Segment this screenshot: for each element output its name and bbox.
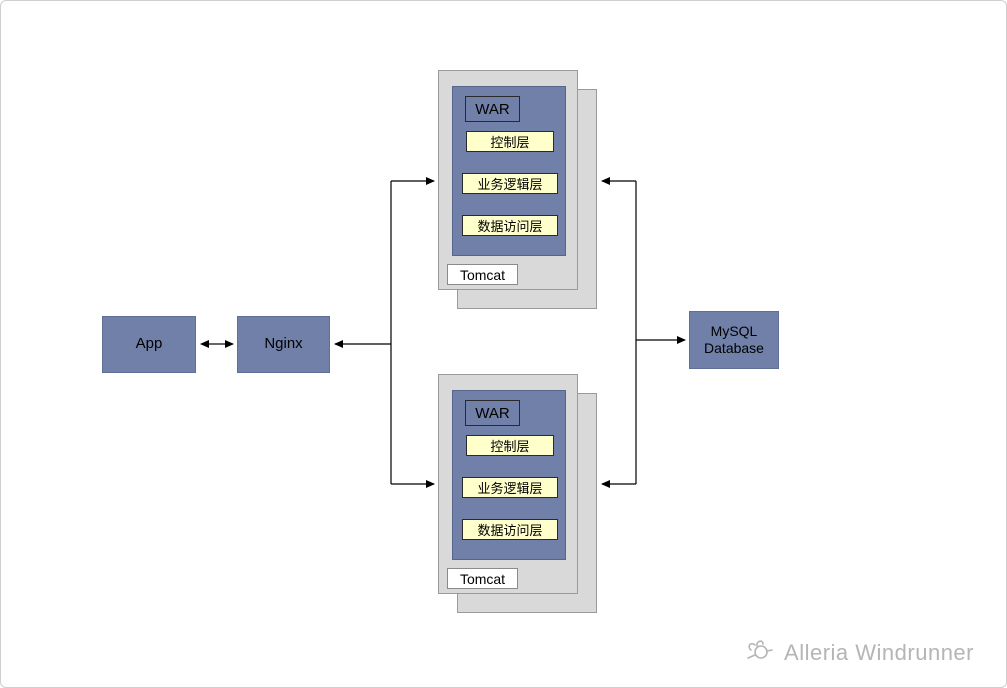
mysql-database-node: MySQL Database: [689, 311, 779, 369]
layer-control: 控制层: [466, 435, 554, 456]
app-node: App: [102, 316, 196, 373]
layer-business-logic: 业务逻辑层: [462, 477, 558, 498]
watermark-text: Alleria Windrunner: [784, 640, 974, 665]
nginx-label: Nginx: [264, 335, 303, 353]
arrows-nginx-tomcat: [334, 177, 435, 488]
watermark: Alleria Windrunner: [744, 639, 974, 667]
war-label: WAR: [465, 400, 520, 426]
tomcat-label: Tomcat: [447, 568, 518, 589]
app-label: App: [135, 335, 163, 353]
tomcat-server-group-2: WAR 控制层 业务逻辑层 数据访问层 Tomcat: [438, 374, 598, 614]
bird-logo-icon: [747, 640, 773, 659]
tomcat-label: Tomcat: [447, 264, 518, 285]
mysql-label: MySQL Database: [704, 322, 764, 357]
layer-data-access: 数据访问层: [462, 215, 558, 236]
tomcat-container: WAR 控制层 业务逻辑层 数据访问层 Tomcat: [438, 374, 578, 594]
tomcat-container: WAR 控制层 业务逻辑层 数据访问层 Tomcat: [438, 70, 578, 290]
tomcat-server-group-1: WAR 控制层 业务逻辑层 数据访问层 Tomcat: [438, 70, 598, 310]
layer-control: 控制层: [466, 131, 554, 152]
nginx-node: Nginx: [237, 316, 330, 373]
arrows-tomcat-mysql: [601, 177, 686, 488]
war-label: WAR: [465, 96, 520, 122]
war-package: WAR 控制层 业务逻辑层 数据访问层: [452, 390, 566, 560]
layer-data-access: 数据访问层: [462, 519, 558, 540]
layer-business-logic: 业务逻辑层: [462, 173, 558, 194]
war-package: WAR 控制层 业务逻辑层 数据访问层: [452, 86, 566, 256]
